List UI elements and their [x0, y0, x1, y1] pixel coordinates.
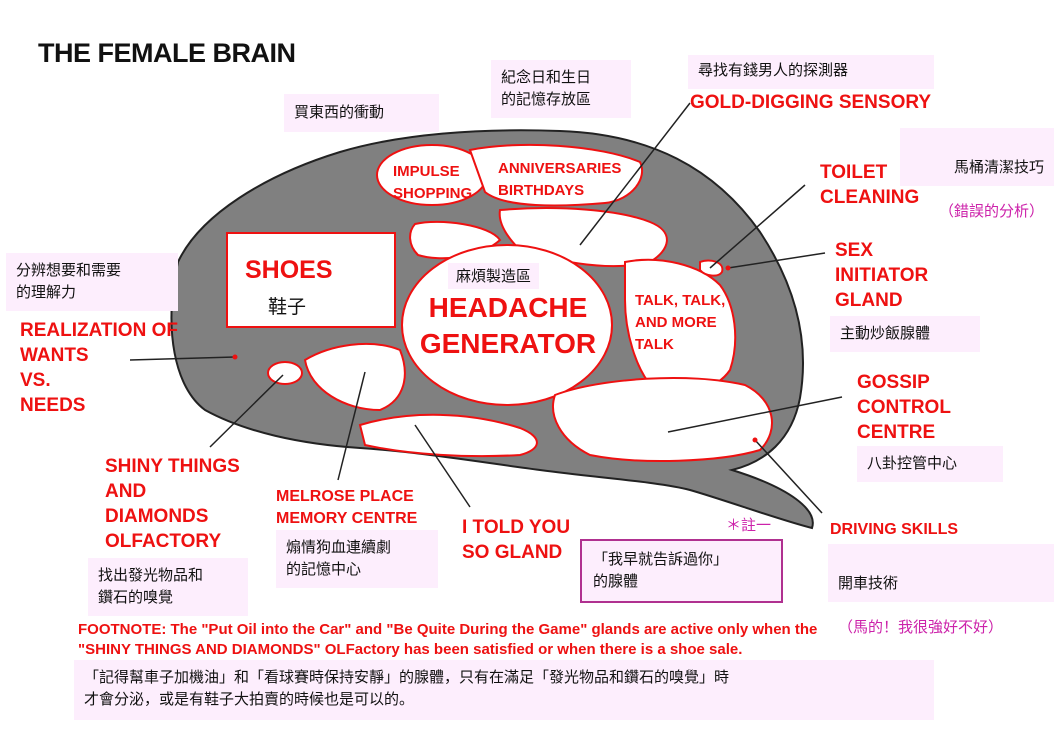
impulse-note: 買東西的衝動 [284, 94, 439, 132]
gold-label: GOLD-DIGGING SENSORY [690, 90, 931, 115]
gossip-label: GOSSIP CONTROL CENTRE [857, 370, 951, 445]
sex-label: SEX INITIATOR GLAND [835, 238, 928, 313]
sex-note: 主動炒飯腺體 [830, 316, 980, 352]
gold-note: 尋找有錢男人的探測器 [688, 55, 934, 89]
page-title: THE FEMALE BRAIN [38, 38, 296, 69]
toilet-note-line2: （錯誤的分析） [910, 200, 1044, 222]
driving-note: 開車技術 （馬的！我很強好不好） [828, 544, 1054, 602]
footnote-chinese: 「記得幫車子加機油」和「看球賽時保持安靜」的腺體，只有在滿足「發光物品和鑽石的嗅… [74, 660, 934, 720]
told-note: 「我早就告訴過你」 的腺體 [583, 542, 780, 600]
melrose-label: MELROSE PLACE MEMORY CENTRE [276, 486, 417, 530]
melrose-note: 煽情狗血連續劇 的記憶中心 [276, 530, 438, 588]
dot-driving [753, 438, 758, 443]
driving-note-line1: 開車技術 [838, 572, 1044, 594]
shoes-box: SHOES 鞋子 [226, 232, 396, 328]
anniversaries-label: ANNIVERSARIES BIRTHDAYS [498, 158, 621, 202]
realization-note: 分辨想要和需要 的理解力 [6, 253, 178, 311]
gossip-note: 八卦控管中心 [857, 446, 1003, 482]
footnote-marker: ＊註一 [726, 514, 771, 535]
toilet-note: 馬桶清潔技巧 （錯誤的分析） [900, 128, 1054, 186]
dot-sex [726, 266, 731, 271]
shoes-label: SHOES [245, 256, 333, 285]
anniv-note: 紀念日和生日 的記憶存放區 [491, 60, 631, 118]
realization-label: REALIZATION OF WANTS VS. NEEDS [20, 318, 178, 418]
talk-label: TALK, TALK, AND MORE TALK [635, 290, 725, 356]
told-label: I TOLD YOU SO GLAND [462, 515, 570, 565]
footnote-english: FOOTNOTE: The "Put Oil into the Car" and… [78, 620, 978, 660]
gossip-lobe [553, 378, 772, 461]
impulse-label: IMPULSE SHOPPING [393, 161, 472, 205]
headache-note: 麻煩製造區 [448, 263, 539, 289]
shiny-lobe [268, 362, 302, 384]
headache-label: HEADACHE GENERATOR [408, 290, 608, 362]
shiny-note: 找出發光物品和 鑽石的嗅覺 [88, 558, 248, 616]
toilet-note-line1: 馬桶清潔技巧 [910, 156, 1044, 178]
driving-label: DRIVING SKILLS [830, 519, 958, 541]
shoes-label-zh: 鞋子 [268, 292, 306, 319]
shiny-label: SHINY THINGS AND DIAMONDS OLFACTORY [105, 454, 240, 554]
toilet-lobe [700, 260, 722, 275]
dot-realization [233, 355, 238, 360]
